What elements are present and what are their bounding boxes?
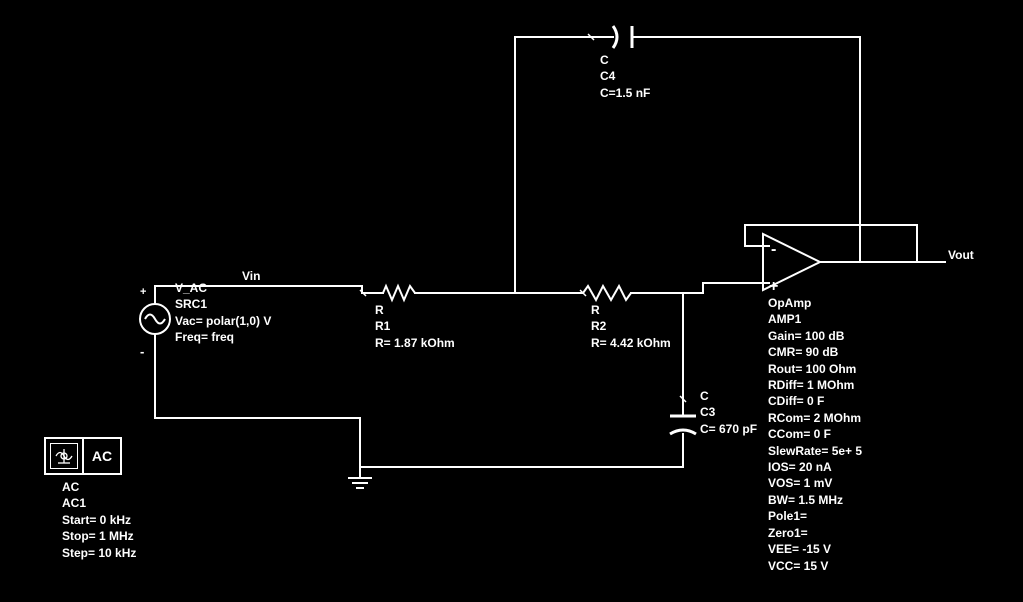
- r2-label-line: R: [591, 303, 600, 317]
- ac-sim-block[interactable]: AC: [44, 437, 122, 475]
- wire-to-plus-input: [702, 282, 764, 294]
- opamp-label-line: VCC= 15 V: [768, 558, 829, 573]
- c4-label[interactable]: C C4 C=1.5 nF: [600, 52, 650, 101]
- r1-label-line: R1: [375, 319, 391, 334]
- c3-label-line: C= 670 pF: [700, 421, 758, 436]
- ac-sim-icon: [50, 443, 78, 469]
- r2-label[interactable]: R R2 R= 4.42 kOhm: [591, 302, 671, 351]
- opamp-label-line: RDiff= 1 MOhm: [768, 378, 855, 393]
- r1-label-line: R: [375, 303, 384, 317]
- r1-symbol: [382, 283, 416, 303]
- net-label-vout: Vout: [948, 248, 974, 262]
- wire-c4-right: [631, 36, 861, 263]
- ac-sim-label-line: Stop= 1 MHz: [62, 529, 134, 544]
- source-label-line: SRC1: [175, 297, 208, 312]
- opamp-plus-pin: +: [769, 278, 778, 295]
- opamp-label-line: Rout= 100 Ohm: [768, 361, 857, 376]
- ac-sim-label-line: Step= 10 kHz: [62, 545, 137, 560]
- ac-sim-label-line: AC: [62, 480, 80, 494]
- r1-label[interactable]: R R1 R= 1.87 kOhm: [375, 302, 455, 351]
- wire-opamp-feedback: [744, 224, 918, 263]
- c3-label-line: C3: [700, 405, 716, 420]
- c4-symbol: [611, 25, 634, 49]
- opamp-label-line: VEE= -15 V: [768, 542, 832, 557]
- ground-symbol: [348, 467, 372, 489]
- ac-source-symbol: [139, 294, 171, 335]
- c4-label-line: C4: [600, 69, 616, 84]
- opamp-label-line: IOS= 20 nA: [768, 460, 832, 475]
- opamp-label-line: AMP1: [768, 312, 802, 327]
- opamp-label-line: CMR= 90 dB: [768, 345, 839, 360]
- opamp-label-line: CDiff= 0 F: [768, 394, 825, 409]
- ac-sim-label-line: Start= 0 kHz: [62, 512, 132, 527]
- c4-label-line: C=1.5 nF: [600, 85, 651, 100]
- opamp-label-line: VOS= 1 mV: [768, 476, 833, 491]
- source-label[interactable]: V_AC SRC1 Vac= polar(1,0) V Freq= freq: [175, 280, 271, 346]
- source-label-line: V_AC: [175, 281, 208, 295]
- ac-sim-box-label: AC: [91, 448, 113, 464]
- opamp-label-line: OpAmp: [768, 296, 812, 310]
- r2-label-line: R= 4.42 kOhm: [591, 335, 671, 350]
- r2-symbol: [582, 283, 632, 303]
- source-label-line: Vac= polar(1,0) V: [175, 313, 272, 328]
- r2-label-line: R2: [591, 319, 607, 334]
- source-minus-sign: -: [140, 344, 144, 359]
- c3-label-line: C: [700, 389, 709, 403]
- opamp-minus-pin: -: [771, 241, 776, 258]
- r1-label-line: R= 1.87 kOhm: [375, 335, 455, 350]
- wire-vin: [154, 285, 363, 295]
- opamp-label-line: Gain= 100 dB: [768, 328, 845, 343]
- wire-src-to-gnd: [154, 417, 361, 468]
- opamp-label-line: Pole1=: [768, 509, 808, 524]
- source-label-line: Freq= freq: [175, 330, 235, 345]
- opamp-label[interactable]: OpAmp AMP1 Gain= 100 dB CMR= 90 dB Rout=…: [768, 295, 862, 574]
- opamp-label-line: BW= 1.5 MHz: [768, 492, 844, 507]
- c3-symbol: [669, 414, 697, 436]
- ac-sim-label[interactable]: AC AC1 Start= 0 kHz Stop= 1 MHz Step= 10…: [62, 479, 136, 561]
- opamp-label-line: RCom= 2 MOhm: [768, 410, 862, 425]
- source-plus-sign: +: [140, 286, 146, 298]
- c4-label-line: C: [600, 53, 609, 67]
- opamp-label-line: SlewRate= 5e+ 5: [768, 443, 863, 458]
- c3-label[interactable]: C C3 C= 670 pF: [700, 388, 757, 437]
- opamp-symbol: [762, 232, 823, 292]
- wire-c4-left: [514, 36, 614, 294]
- ac-sim-label-line: AC1: [62, 496, 87, 511]
- opamp-label-line: Zero1=: [768, 525, 808, 540]
- opamp-label-line: CCom= 0 F: [768, 427, 832, 442]
- net-label-vin: Vin: [242, 269, 261, 283]
